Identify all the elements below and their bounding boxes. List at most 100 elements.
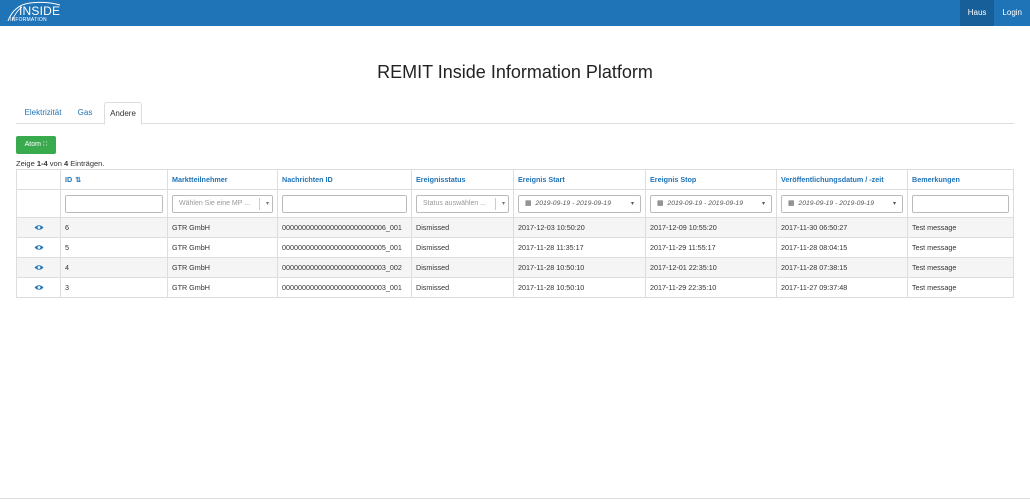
table-row: 3 GTR GmbH 00000000000000000000000003_00…: [16, 277, 1014, 298]
start-range-value: 2019-09-19 - 2019-09-19: [535, 199, 611, 207]
calendar-icon: ▦: [525, 199, 532, 207]
published-range-value: 2019-09-19 - 2019-09-19: [798, 199, 874, 207]
logo-swoosh-icon: [7, 1, 61, 22]
table-row: 6 GTR GmbH 00000000000000000000000006_00…: [16, 217, 1014, 238]
column-header-message-id[interactable]: Nachrichten ID: [277, 169, 412, 190]
participant-cell: GTR GmbH: [167, 217, 278, 238]
message-id-filter-input[interactable]: [282, 194, 407, 213]
remarks-cell: Test message: [907, 257, 1014, 278]
page-title: REMIT Inside Information Platform: [377, 62, 653, 82]
column-header-participant[interactable]: Marktteilnehmer: [167, 169, 278, 190]
start-cell: 2017-11-28 10:50:10: [513, 257, 646, 278]
summary-range: 1-4: [36, 159, 48, 168]
tab-andere[interactable]: Andere: [104, 102, 142, 125]
logo-text-primary: INSIDE: [19, 4, 61, 18]
start-cell: 2017-12-03 10:50:20: [513, 217, 646, 238]
remarks-cell: Test message: [907, 217, 1014, 238]
tab-gas[interactable]: Gas: [77, 108, 93, 117]
eye-icon[interactable]: [34, 224, 44, 231]
column-header-remarks[interactable]: Bemerkungen: [907, 169, 1014, 190]
published-cell: 2017-11-28 07:38:15: [776, 257, 908, 278]
column-header-id[interactable]: ID⇅: [60, 169, 168, 190]
published-cell: 2017-11-27 09:37:48: [776, 277, 908, 298]
top-navbar: INSIDE INFORMATION Haus Login: [0, 0, 1030, 26]
view-cell: [16, 257, 61, 278]
caret-down-icon: ▾: [630, 200, 634, 207]
start-cell: 2017-11-28 11:35:17: [513, 237, 646, 258]
column-header-event-stop[interactable]: Ereignis Stop: [645, 169, 777, 190]
participant-cell: GTR GmbH: [167, 237, 278, 258]
view-cell: [16, 237, 61, 258]
eye-icon[interactable]: [34, 284, 44, 291]
select-separator: [259, 197, 260, 210]
status-cell: Dismissed: [411, 257, 514, 278]
nav-links: Haus Login: [959, 0, 1030, 26]
published-date-range-picker[interactable]: ▦2019-09-19 - 2019-09-19 ▾: [781, 194, 903, 213]
stop-range-value: 2019-09-19 - 2019-09-19: [667, 199, 743, 207]
column-header-view: [16, 169, 61, 190]
filter-cell-stop: ▦2019-09-19 - 2019-09-19 ▾: [645, 189, 777, 218]
filter-cell-participant: Wählen Sie eine MP ... ▾: [167, 189, 278, 218]
stop-date-range-picker[interactable]: ▦2019-09-19 - 2019-09-19 ▾: [650, 194, 772, 213]
message-id-cell: 00000000000000000000000003_002: [277, 257, 412, 278]
filter-cell-message-id: [277, 189, 412, 218]
atom-button-label: Atom: [24, 141, 41, 148]
published-cell: 2017-11-28 08:04:15: [776, 237, 908, 258]
calendar-icon: ▦: [657, 199, 664, 207]
chevron-down-icon: ▾: [501, 200, 505, 207]
tab-elektrizitaet[interactable]: Elektrizität: [24, 108, 62, 117]
table-row: 5 GTR GmbH 00000000000000000000000005_00…: [16, 237, 1014, 258]
stop-cell: 2017-11-29 22:35:10: [645, 277, 777, 298]
stop-cell: 2017-12-09 10:55:20: [645, 217, 777, 238]
filter-cell-start: ▦2019-09-19 - 2019-09-19 ▾: [513, 189, 646, 218]
message-id-cell: 00000000000000000000000003_001: [277, 277, 412, 298]
published-cell: 2017-11-30 06:50:27: [776, 217, 908, 238]
view-cell: [16, 217, 61, 238]
eye-icon[interactable]: [34, 264, 44, 271]
status-cell: Dismissed: [411, 217, 514, 238]
status-filter-select[interactable]: Status auswählen ... ▾: [416, 194, 509, 213]
nav-home[interactable]: Haus: [959, 0, 995, 26]
participant-cell: GTR GmbH: [167, 257, 278, 278]
participant-filter-select[interactable]: Wählen Sie eine MP ... ▾: [172, 194, 273, 213]
caret-down-icon: ▾: [761, 200, 765, 207]
id-cell: 4: [60, 257, 168, 278]
summary-prefix: Zeige: [16, 159, 37, 168]
filter-cell-published: ▦2019-09-19 - 2019-09-19 ▾: [776, 189, 908, 218]
participant-filter-placeholder: Wählen Sie eine MP ...: [179, 199, 251, 207]
select-separator: [495, 197, 496, 210]
view-cell: [16, 277, 61, 298]
id-filter-input[interactable]: [65, 194, 163, 213]
summary-suffix: Einträgen.: [68, 159, 105, 168]
caret-down-icon: ▾: [892, 200, 896, 207]
column-header-event-start[interactable]: Ereignis Start: [513, 169, 646, 190]
column-header-status[interactable]: Ereignisstatus: [411, 169, 514, 190]
inside-information-logo[interactable]: INSIDE INFORMATION: [6, 1, 66, 25]
sort-icon[interactable]: ⇅: [75, 177, 82, 184]
participant-cell: GTR GmbH: [167, 277, 278, 298]
results-summary: Zeige 1-4 von 4 Einträgen.: [16, 159, 104, 168]
category-tabs: Elektrizität Gas Andere: [16, 102, 1014, 125]
logo-text-secondary: INFORMATION: [10, 17, 47, 23]
filter-cell-status: Status auswählen ... ▾: [411, 189, 514, 218]
start-date-range-picker[interactable]: ▦2019-09-19 - 2019-09-19 ▾: [518, 194, 641, 213]
remarks-filter-input[interactable]: [912, 194, 1009, 213]
filter-cell-id: [60, 189, 168, 218]
atom-feed-button[interactable]: Atom∷: [16, 136, 56, 154]
filter-cell-empty: [16, 189, 61, 218]
status-cell: Dismissed: [411, 237, 514, 258]
id-cell: 3: [60, 277, 168, 298]
table-row: 4 GTR GmbH 00000000000000000000000003_00…: [16, 257, 1014, 278]
message-id-cell: 00000000000000000000000005_001: [277, 237, 412, 258]
eye-icon[interactable]: [34, 244, 44, 251]
id-cell: 5: [60, 237, 168, 258]
message-id-cell: 00000000000000000000000006_001: [277, 217, 412, 238]
messages-table: ID⇅ Marktteilnehmer Nachrichten ID Ereig…: [16, 169, 1014, 298]
nav-login[interactable]: Login: [1002, 8, 1022, 17]
status-cell: Dismissed: [411, 277, 514, 298]
id-cell: 6: [60, 217, 168, 238]
summary-total: 4: [63, 159, 69, 168]
column-header-published[interactable]: Veröffentlichungsdatum / -zeit: [776, 169, 908, 190]
footer-divider: [0, 498, 1030, 499]
filter-row: Wählen Sie eine MP ... ▾ Status auswähle…: [16, 189, 1014, 218]
